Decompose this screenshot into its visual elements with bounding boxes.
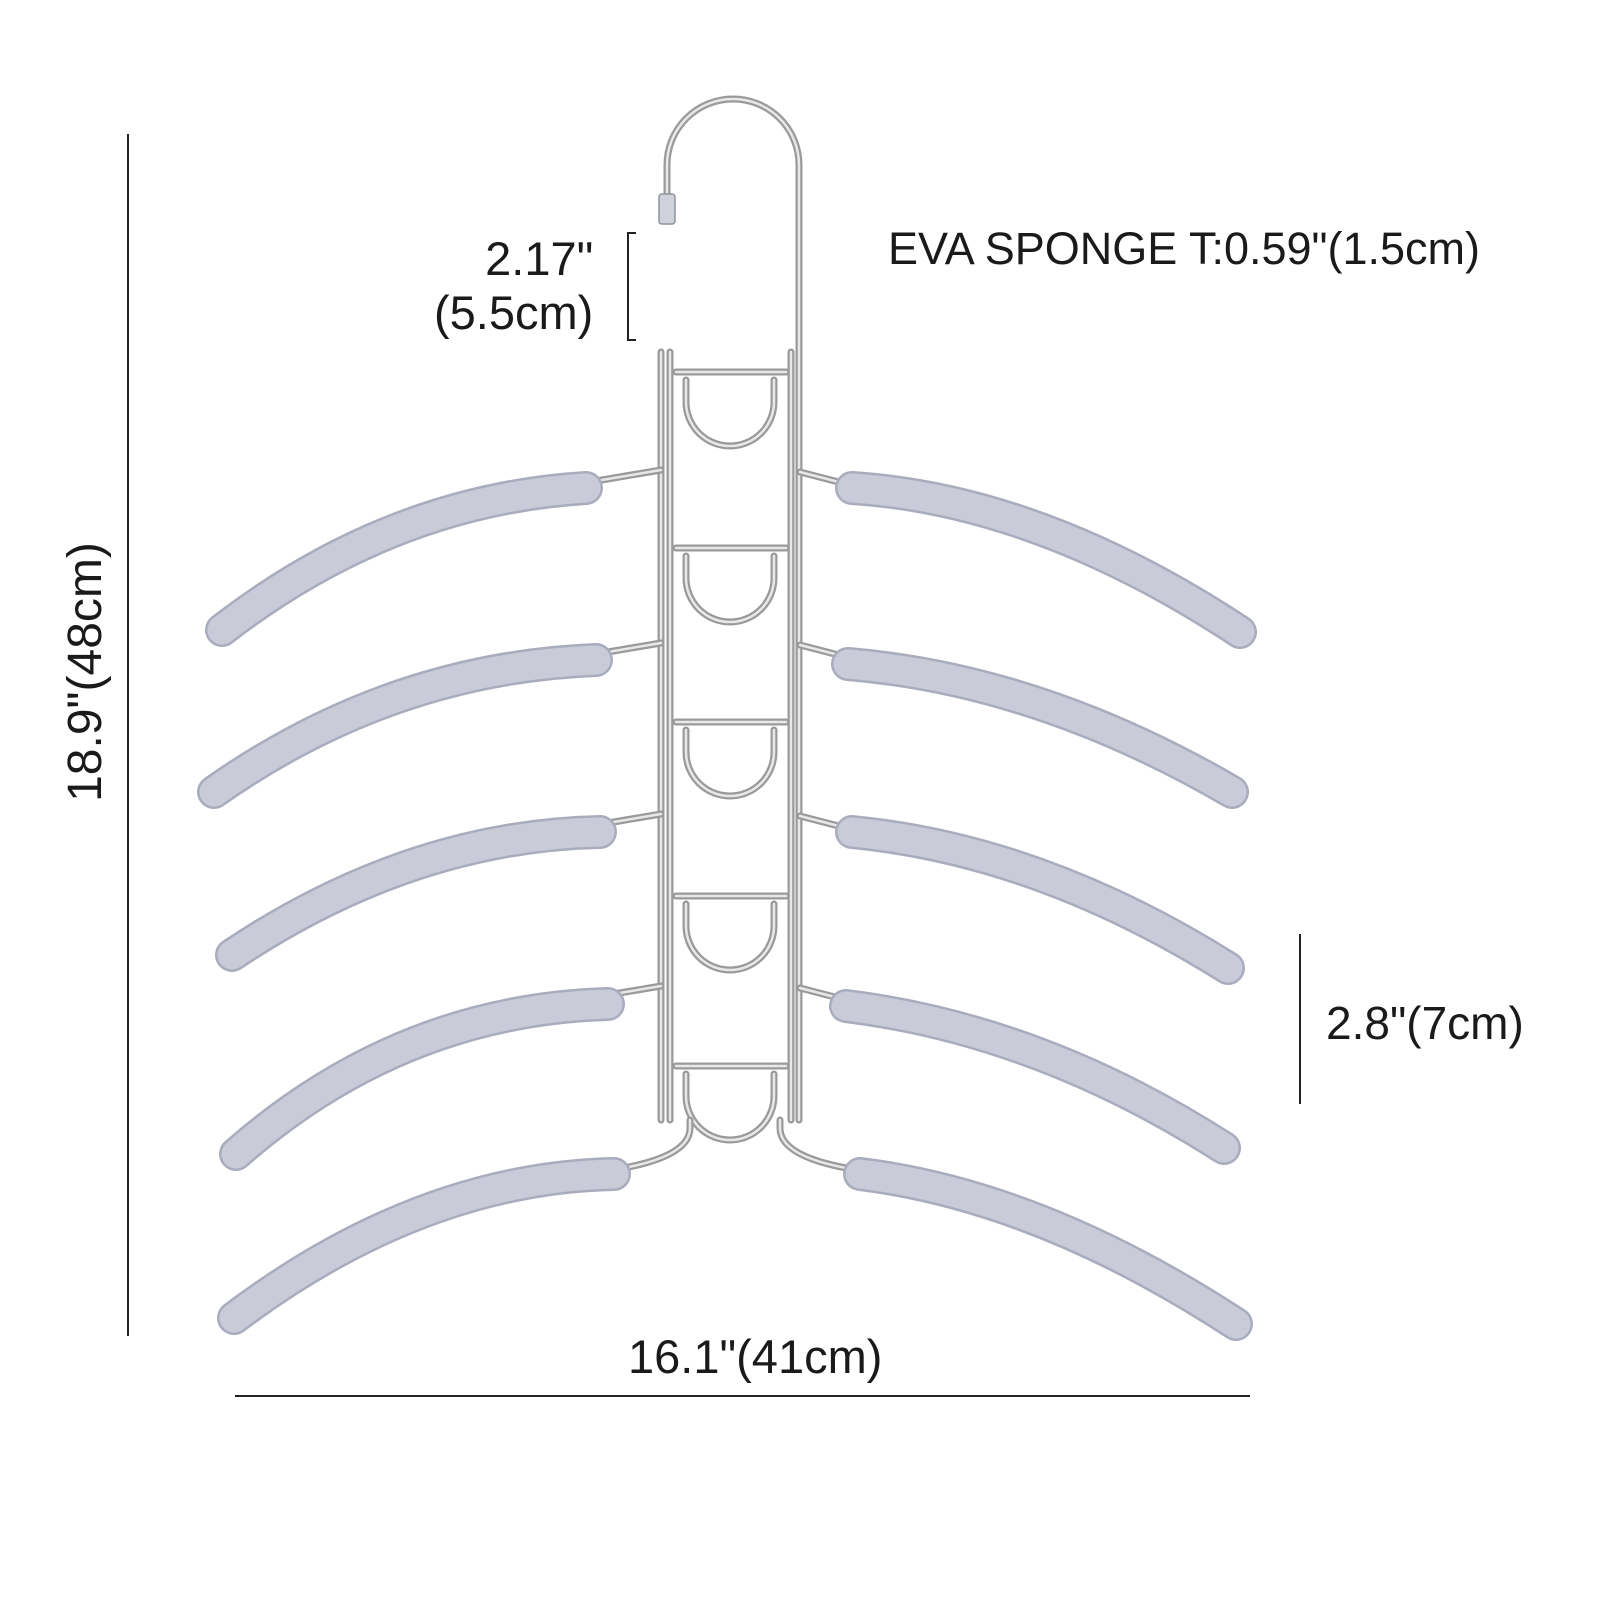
hook-end-cap — [658, 193, 676, 225]
tier-loop-5 — [682, 1070, 778, 1144]
tier-spacing-label: 2.8"(7cm) — [1326, 997, 1524, 1049]
arm-connector-right-5 — [776, 1116, 862, 1174]
sponge-arm-left-5 — [217, 1157, 631, 1335]
hook-gap-bracket — [627, 232, 636, 341]
sponge-arm-right-3 — [835, 815, 1245, 985]
tier-loop-2 — [682, 552, 778, 626]
sponge-arm-left-3 — [215, 815, 617, 972]
tier-loop-4 — [682, 900, 778, 974]
height-dimension-label: 18.9"(48cm) — [59, 542, 112, 802]
arm-connector-left-5 — [608, 1116, 694, 1174]
hook-wire — [663, 95, 803, 1124]
arm-connector-left-1 — [586, 466, 665, 486]
sponge-arm-right-5 — [843, 1157, 1253, 1341]
sponge-arm-left-1 — [205, 471, 603, 647]
tier-loop-3 — [682, 726, 778, 800]
hook-gap-centimeters: (5.5cm) — [434, 285, 594, 339]
hook-gap-label: 2.17" (5.5cm) — [434, 232, 593, 339]
tier-loop-1 — [682, 376, 778, 450]
sponge-arm-left-2 — [197, 643, 613, 809]
sponge-arm-right-2 — [831, 647, 1249, 809]
sponge-thickness-label: EVA SPONGE T:0.59"(1.5cm) — [888, 223, 1481, 274]
hook-gap-inches: 2.17" — [485, 232, 594, 285]
sponge-arm-right-1 — [835, 471, 1257, 649]
width-dimension-label: 16.1"(41cm) — [628, 1330, 883, 1383]
sponge-arm-left-4 — [219, 987, 625, 1171]
sponge-arm-right-4 — [829, 989, 1241, 1165]
